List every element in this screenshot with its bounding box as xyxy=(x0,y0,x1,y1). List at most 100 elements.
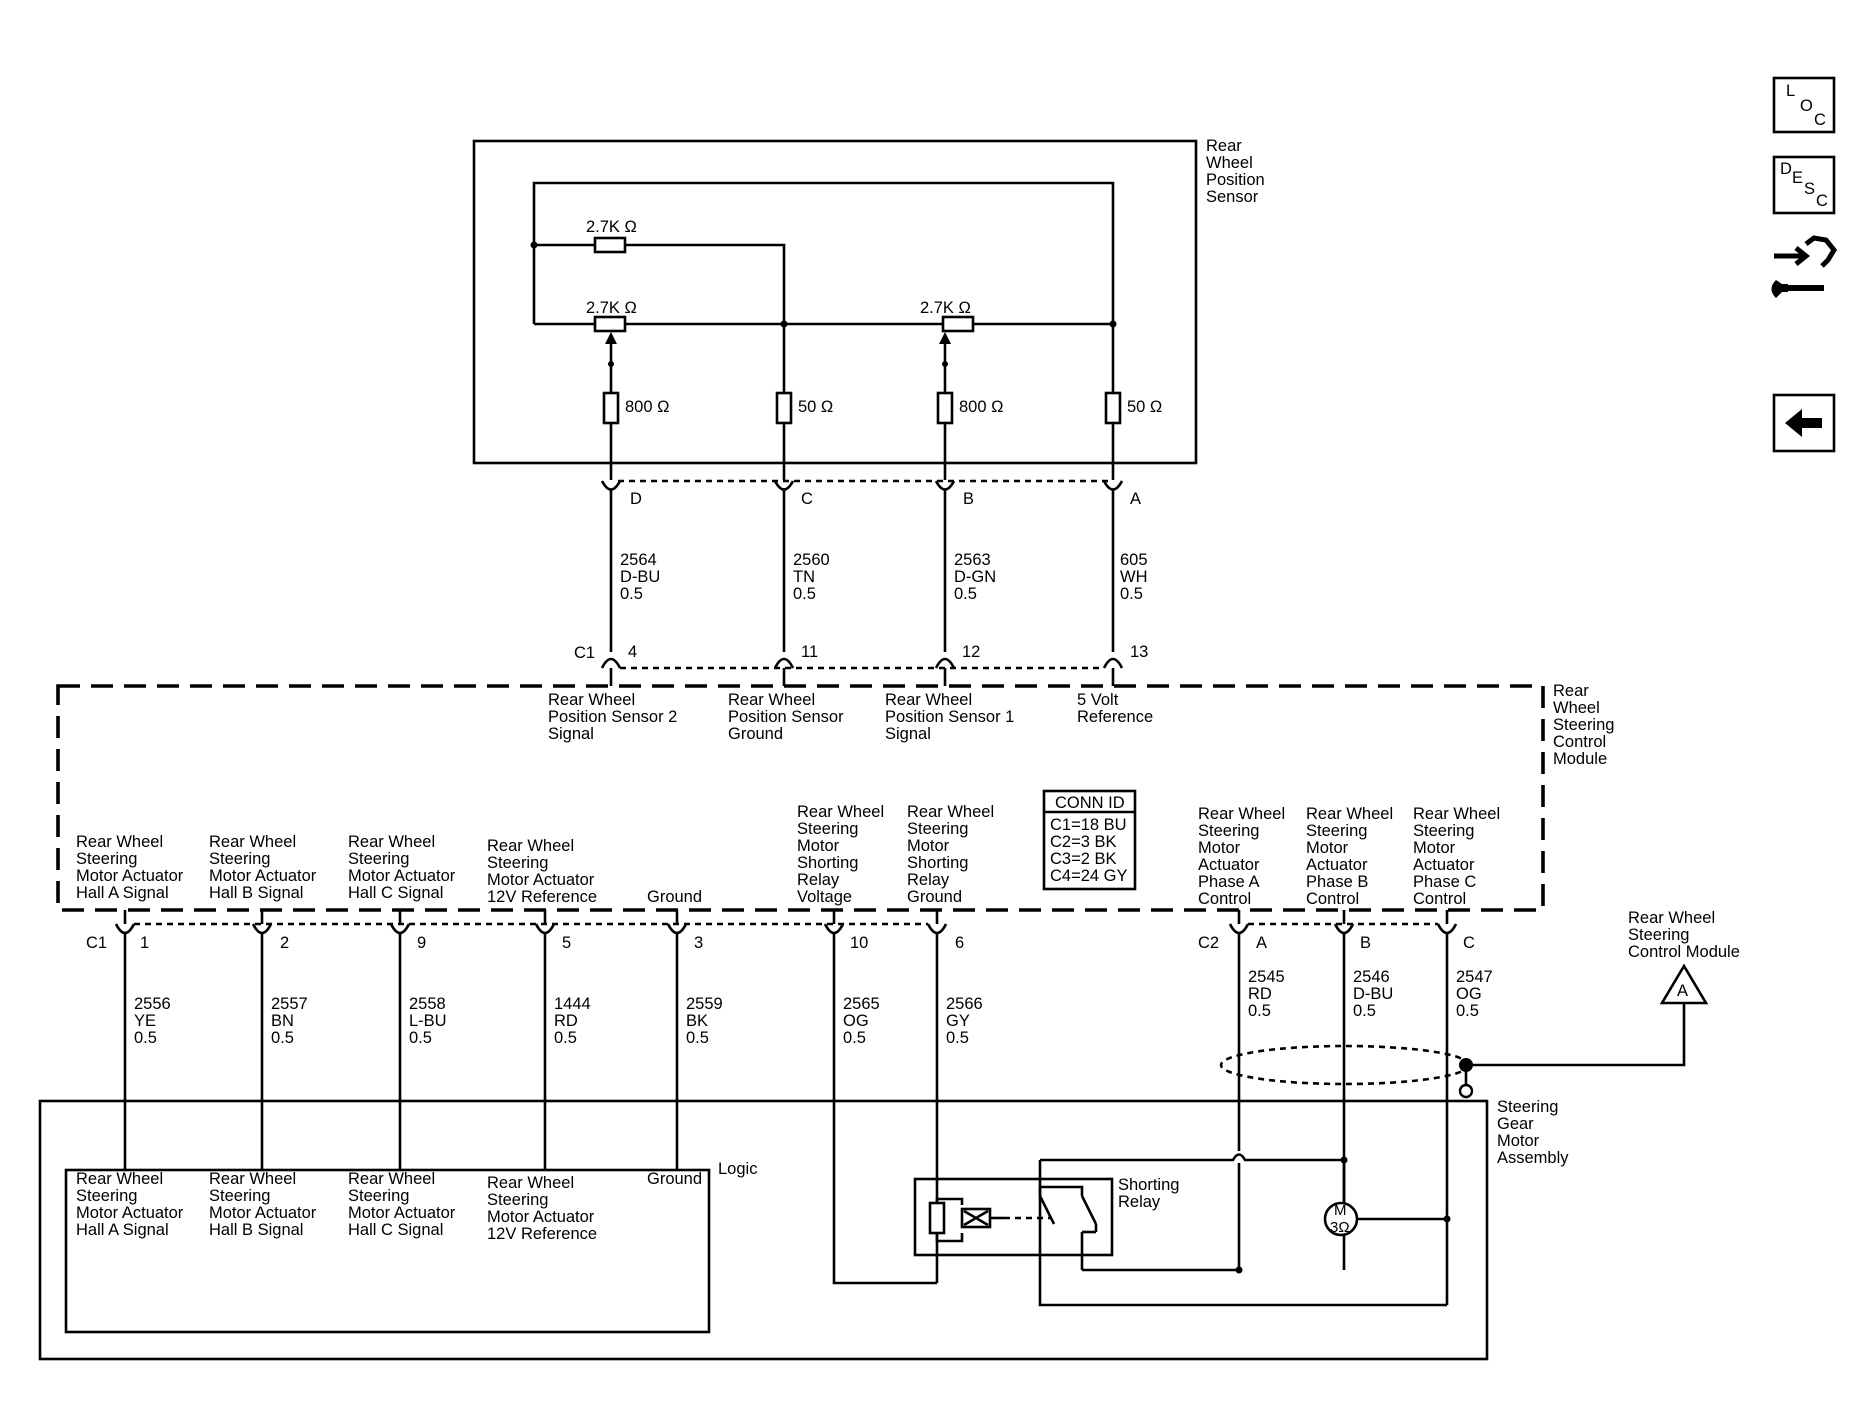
svg-text:Steering: Steering xyxy=(209,1187,270,1205)
svg-text:Actuator: Actuator xyxy=(1306,856,1368,874)
wire-label-605: 605 WH 0.5 xyxy=(1120,551,1148,603)
resistor-label: 2.7K Ω xyxy=(920,299,971,317)
svg-text:12V Reference: 12V Reference xyxy=(487,888,597,906)
svg-text:GY: GY xyxy=(946,1012,970,1030)
sensor-pin-label: B xyxy=(963,490,974,508)
svg-text:2557: 2557 xyxy=(271,995,308,1013)
loc-button[interactable]: L O C xyxy=(1772,76,1836,134)
conn-id-row: C2=3 BK xyxy=(1050,833,1117,851)
assembly-title-line: Gear xyxy=(1497,1115,1534,1133)
wire-label-2557: 2557 BN 0.5 xyxy=(271,995,308,1047)
svg-text:YE: YE xyxy=(134,1012,156,1030)
svg-text:D-BU: D-BU xyxy=(1353,985,1393,1003)
ref-triangle-icon xyxy=(1659,963,1709,1005)
svg-text:0.5: 0.5 xyxy=(946,1029,969,1047)
svg-text:Rear Wheel: Rear Wheel xyxy=(76,833,163,851)
module-output-label: Ground xyxy=(647,888,702,906)
wire-label-2547: 2547 OG 0.5 xyxy=(1456,968,1493,1020)
desc-button[interactable]: D E S C xyxy=(1772,155,1836,215)
svg-text:Rear Wheel: Rear Wheel xyxy=(487,1174,574,1192)
motor-resistance: 3Ω xyxy=(1330,1219,1350,1236)
svg-text:5 Volt: 5 Volt xyxy=(1077,691,1119,709)
resistor-50-a xyxy=(1104,391,1122,425)
resistor-label: 800 Ω xyxy=(625,398,669,416)
svg-text:2563: 2563 xyxy=(954,551,991,569)
wire-label-1444: 1444 RD 0.5 xyxy=(554,995,591,1047)
module-title-line: Steering xyxy=(1553,716,1614,734)
svg-text:Voltage: Voltage xyxy=(797,888,852,906)
pin-number: 2 xyxy=(280,934,289,952)
svg-text:WH: WH xyxy=(1120,568,1148,586)
resistor-2-7k-top xyxy=(593,236,627,254)
sensor-pin-label: C xyxy=(801,490,813,508)
pin-letter: B xyxy=(1360,934,1371,952)
svg-text:Signal: Signal xyxy=(885,725,931,743)
svg-text:Relay: Relay xyxy=(797,871,840,889)
sensor-title-line: Sensor xyxy=(1206,188,1259,206)
pin-letter: C xyxy=(1463,934,1475,952)
pin-number: 9 xyxy=(417,934,426,952)
svg-text:Control: Control xyxy=(1306,890,1359,908)
resistor-50-c xyxy=(775,391,793,425)
svg-text:Position Sensor: Position Sensor xyxy=(728,708,844,726)
relay-label: Relay xyxy=(1118,1193,1161,1211)
svg-text:OG: OG xyxy=(1456,985,1482,1003)
svg-text:2558: 2558 xyxy=(409,995,446,1013)
wire-label-2556: 2556 YE 0.5 xyxy=(134,995,171,1047)
loc-letter-c: C xyxy=(1814,111,1826,129)
resistor-800-d xyxy=(602,391,620,425)
back-button[interactable] xyxy=(1772,393,1836,453)
ground-reference[interactable]: Rear Wheel Steering Control Module A xyxy=(1628,909,1740,1005)
conn-id-table: CONN ID C1=18 BU C2=3 BK C3=2 BK C4=24 G… xyxy=(1042,789,1137,891)
logic-input-label: Rear Wheel Steering Motor Actuator Hall … xyxy=(76,1170,184,1239)
svg-text:0.5: 0.5 xyxy=(686,1029,709,1047)
logic-input-label: Ground xyxy=(647,1170,702,1188)
svg-text:Hall C Signal: Hall C Signal xyxy=(348,1221,443,1239)
motor-wires: 2556 YE 0.5 2557 BN 0.5 2558 L-BU 0.5 14… xyxy=(123,933,1493,1305)
svg-text:2547: 2547 xyxy=(1456,968,1493,986)
svg-text:Control: Control xyxy=(1413,890,1466,908)
desc-letter-d: D xyxy=(1780,160,1792,178)
svg-text:Steering: Steering xyxy=(487,1191,548,1209)
module-input-label: Rear Wheel Position Sensor 1 Signal xyxy=(885,691,1014,743)
wire-label-2559: 2559 BK 0.5 xyxy=(686,995,723,1047)
svg-text:Steering: Steering xyxy=(1413,822,1474,840)
svg-text:D-BU: D-BU xyxy=(620,568,660,586)
svg-text:Steering: Steering xyxy=(348,850,409,868)
desc-letter-s: S xyxy=(1804,180,1815,198)
svg-text:0.5: 0.5 xyxy=(271,1029,294,1047)
svg-text:Rear Wheel: Rear Wheel xyxy=(728,691,815,709)
pin-number: 3 xyxy=(694,934,703,952)
svg-text:Shorting: Shorting xyxy=(797,854,858,872)
module-output-label: Rear Wheel Steering Motor Actuator Phase… xyxy=(1413,805,1500,908)
svg-text:0.5: 0.5 xyxy=(1248,1002,1271,1020)
module-output-label: Rear Wheel Steering Motor Actuator Phase… xyxy=(1198,805,1285,908)
svg-text:Rear Wheel: Rear Wheel xyxy=(548,691,635,709)
svg-text:Steering: Steering xyxy=(1628,926,1689,944)
wiper-arrow-icon xyxy=(605,332,617,344)
conn-id-row: C1=18 BU xyxy=(1050,816,1127,834)
resistor-label: 800 Ω xyxy=(959,398,1003,416)
svg-text:0.5: 0.5 xyxy=(554,1029,577,1047)
pin-number: 6 xyxy=(955,934,964,952)
logic-input-label: Rear Wheel Steering Motor Actuator 12V R… xyxy=(487,1174,597,1243)
svg-text:Position Sensor 2: Position Sensor 2 xyxy=(548,708,677,726)
svg-text:Rear Wheel: Rear Wheel xyxy=(348,833,435,851)
svg-text:Hall C Signal: Hall C Signal xyxy=(348,884,443,902)
coil-resistor xyxy=(928,1201,946,1235)
tools-connector-icon[interactable] xyxy=(1771,235,1838,298)
resistor-2-7k-left xyxy=(593,315,627,333)
wiper-arrow-icon xyxy=(939,332,951,344)
steering-gear-motor-assembly: Steering Gear Motor Assembly Logic Rear … xyxy=(38,1098,1569,1361)
svg-text:2565: 2565 xyxy=(843,995,880,1013)
pin-number: 5 xyxy=(562,934,571,952)
svg-text:RD: RD xyxy=(554,1012,578,1030)
svg-text:Steering: Steering xyxy=(209,850,270,868)
svg-text:2559: 2559 xyxy=(686,995,723,1013)
desc-letter-e: E xyxy=(1792,169,1803,187)
svg-text:Motor: Motor xyxy=(797,837,840,855)
svg-text:2566: 2566 xyxy=(946,995,983,1013)
svg-text:0.5: 0.5 xyxy=(1353,1002,1376,1020)
wire-label-2545: 2545 RD 0.5 xyxy=(1248,968,1285,1020)
svg-text:12V Reference: 12V Reference xyxy=(487,1225,597,1243)
